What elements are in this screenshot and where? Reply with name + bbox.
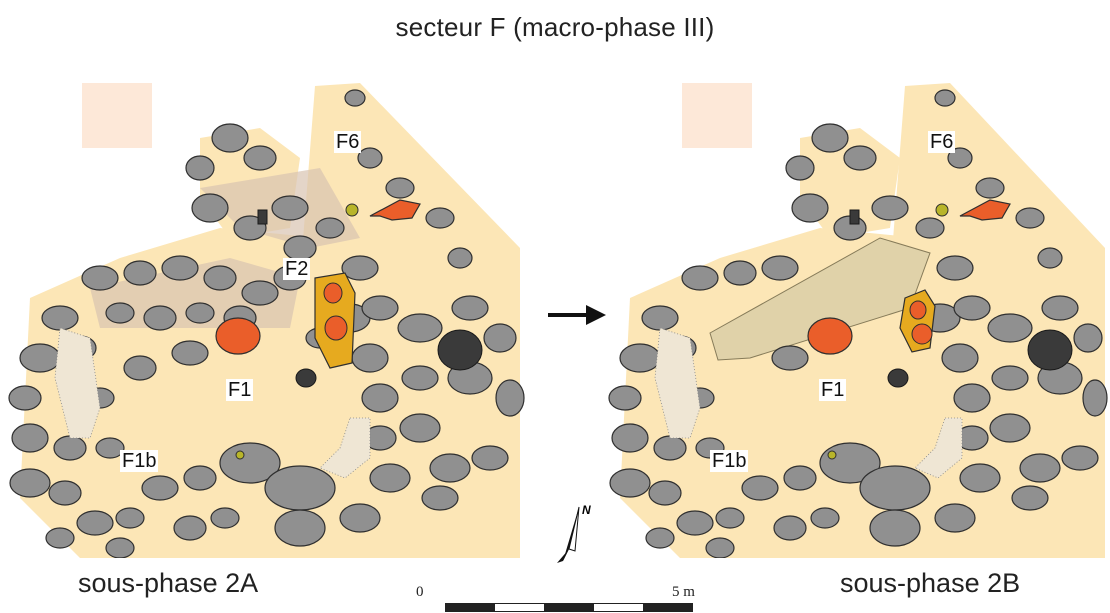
zone-label-f6: F6 [334, 131, 362, 153]
olive-markers [235, 203, 359, 460]
hearths [215, 199, 421, 355]
north-arrow-icon [557, 506, 580, 563]
zone-label-f2: F2 [283, 258, 311, 280]
olive-markers [827, 203, 949, 460]
zone-label-f1: F1 [819, 379, 847, 401]
zone-label-f1: F1 [226, 379, 254, 401]
pits [849, 209, 1073, 388]
yellow-zone [899, 289, 936, 353]
zone-label-f1b: F1b [710, 450, 749, 472]
transition-arrow-icon [548, 305, 606, 325]
north-letter: N [582, 503, 591, 517]
scale-start-label: 0 [416, 584, 424, 600]
map-panel-2b: F6 F1 F1b [600, 78, 1110, 563]
map-panel-2a: F6 F2 F1 F1b [0, 78, 530, 563]
zone-label-f1b: F1b [120, 450, 159, 472]
scale-end-label: 5 m [672, 584, 695, 600]
site-plan-2b [608, 83, 1108, 559]
phase-label-2b: sous-phase 2B [840, 568, 1021, 598]
stones [8, 89, 525, 559]
yellow-zone [314, 272, 356, 369]
gravel-zones [654, 327, 963, 479]
scale-bar [445, 603, 693, 612]
gravel-zones [54, 327, 371, 479]
hearths [807, 199, 1011, 355]
zone-label-f6: F6 [928, 131, 956, 153]
phase-label-2a: sous-phase 2A [78, 568, 259, 598]
figure-title: secteur F (macro-phase III) [395, 12, 715, 42]
pits [257, 209, 483, 388]
stones [608, 89, 1108, 559]
site-plan-2a [8, 83, 525, 559]
